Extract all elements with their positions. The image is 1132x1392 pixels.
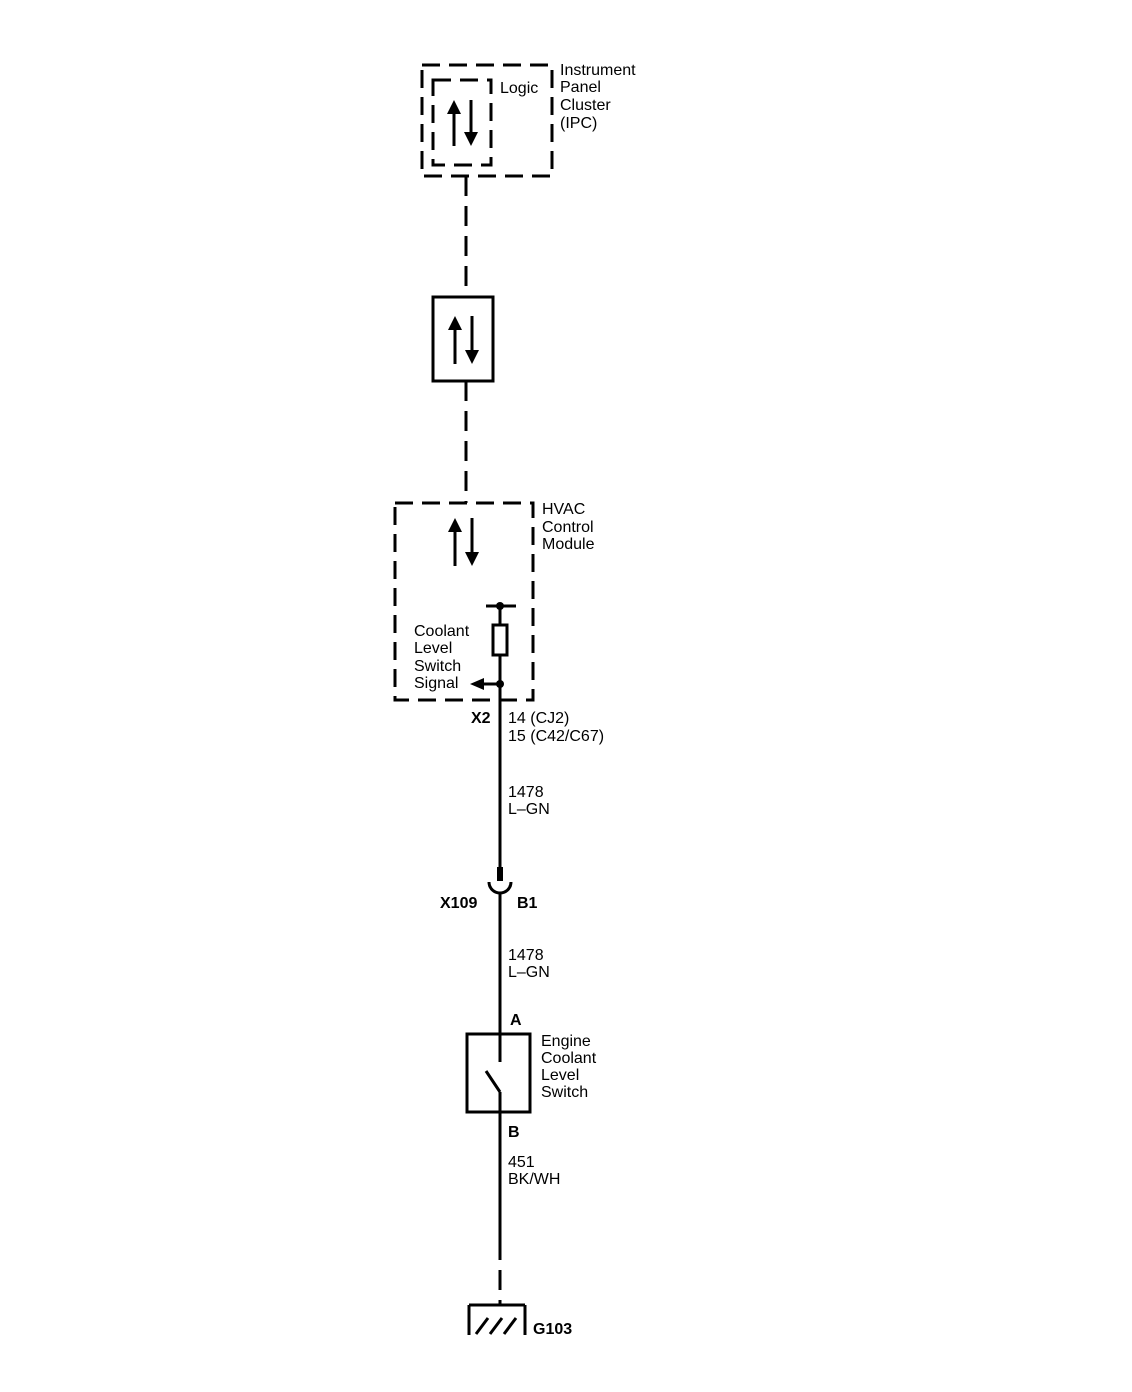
- ipc-outline: [420, 63, 554, 178]
- connector-female-socket: [487, 881, 513, 895]
- hvac-name-line-1: HVAC: [542, 501, 585, 518]
- switch-name-line-4: Switch: [541, 1084, 588, 1101]
- wire-upper-circuit: 1478: [508, 784, 544, 801]
- ipc-data-arrows-icon: [447, 100, 478, 146]
- hvac-connector-pin-1: 14 (CJ2): [508, 710, 569, 727]
- ground-symbol-icon: [467, 1303, 527, 1335]
- ipc-name-line-2: Panel: [560, 79, 601, 96]
- ipc-module: Logic Instrument Panel Cluster (IPC): [420, 62, 636, 178]
- signal-arrow-head-icon: [470, 678, 484, 690]
- hvac-control-module: HVAC Control Module Coolant Level Switch…: [393, 501, 595, 702]
- wire-lower-color: BK/WH: [508, 1171, 560, 1188]
- wire-upper-color: L–GN: [508, 801, 550, 818]
- hvac-name-line-2: Control: [542, 519, 594, 536]
- hvac-data-arrows-icon: [448, 518, 479, 566]
- switch-pin-a: A: [510, 1012, 522, 1029]
- inline-connector-id: X109: [440, 895, 477, 912]
- wire-middle-color: L–GN: [508, 964, 550, 981]
- switch-pin-b: B: [508, 1124, 520, 1141]
- switch-name-line-2: Coolant: [541, 1050, 597, 1067]
- wire-lower-circuit: 451: [508, 1154, 535, 1171]
- signal-label-line-3: Switch: [414, 658, 461, 675]
- hvac-connector-id: X2: [471, 710, 491, 727]
- signal-label-line-4: Signal: [414, 675, 458, 692]
- ipc-name-line-3: Cluster: [560, 97, 611, 114]
- signal-label-line-1: Coolant: [414, 623, 470, 640]
- wire-middle-circuit: 1478: [508, 947, 544, 964]
- hvac-name-line-3: Module: [542, 536, 595, 553]
- ipc-name-line-1: Instrument: [560, 62, 636, 79]
- serial-data-box: [431, 295, 495, 383]
- pull-up-resistor: [486, 602, 516, 684]
- switch-blade-icon: [484, 1070, 502, 1093]
- hvac-outline: [393, 501, 535, 702]
- inline-connector-pin: B1: [517, 895, 538, 912]
- serial-data-symbol: [431, 295, 495, 383]
- inline-connector-x109: [487, 867, 513, 895]
- ipc-logic-outline: [431, 78, 493, 167]
- ipc-logic-label: Logic: [500, 80, 538, 97]
- switch-name-line-3: Level: [541, 1067, 579, 1084]
- ipc-name-line-4: (IPC): [560, 115, 597, 132]
- serial-data-arrows-icon: [448, 316, 479, 364]
- switch-name-line-1: Engine: [541, 1033, 591, 1050]
- ground-id: G103: [533, 1321, 572, 1338]
- signal-label-line-2: Level: [414, 640, 452, 657]
- engine-coolant-level-switch: [465, 1032, 532, 1114]
- hvac-connector-pin-2: 15 (C42/C67): [508, 728, 604, 745]
